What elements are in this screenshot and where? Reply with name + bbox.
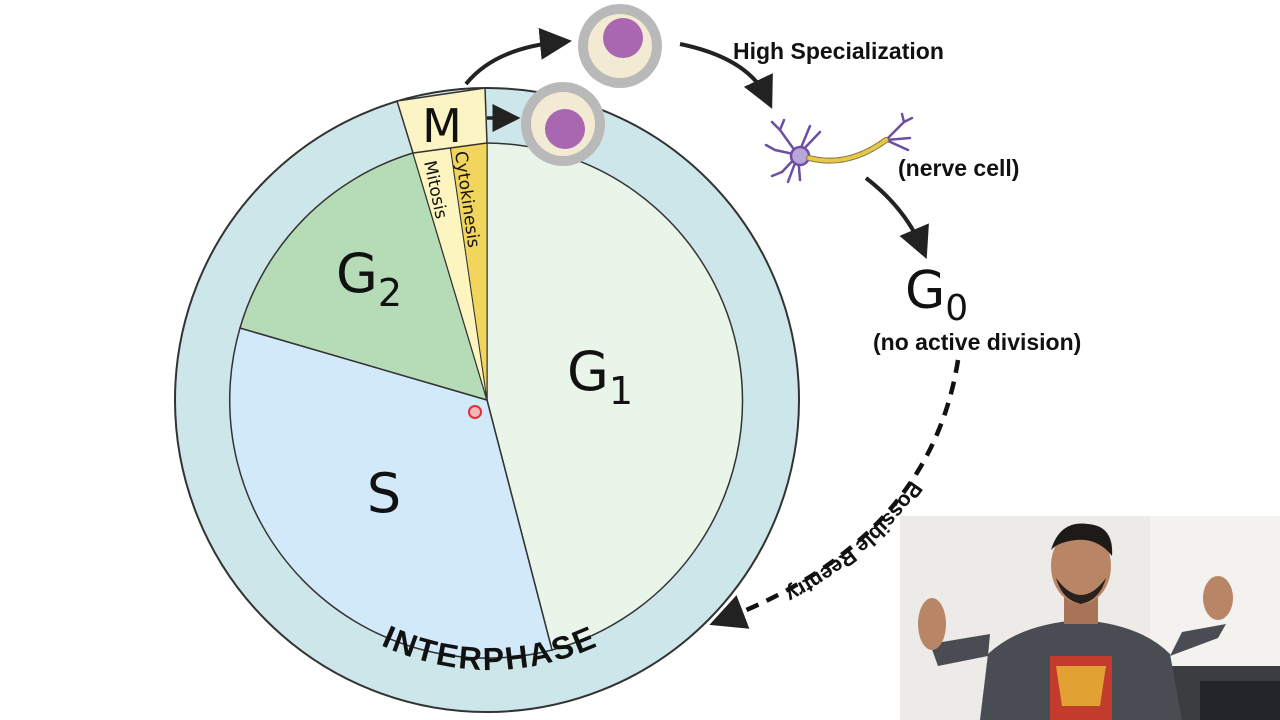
arrow-to-nerve-cell xyxy=(679,42,773,109)
g1-label: G1 xyxy=(567,340,633,413)
g2-label: G2 xyxy=(336,242,402,315)
arrow-to-g0 xyxy=(864,176,929,260)
nerve-cell-label: (nerve cell) xyxy=(898,155,1019,181)
g1-sector xyxy=(486,142,744,651)
s-label: S xyxy=(367,462,401,525)
no-active-division-label: (no active division) xyxy=(873,329,1081,355)
g0-label: G0 xyxy=(905,261,968,329)
nerve-cell-icon xyxy=(764,112,914,184)
high-specialization-label: High Specialization xyxy=(733,38,944,64)
arrow-to-top-cell xyxy=(464,27,572,86)
presenter-picture xyxy=(900,516,1280,720)
m-phase-box xyxy=(396,87,488,154)
daughter-cell-top xyxy=(578,4,662,88)
presenter-video-overlay xyxy=(900,516,1280,720)
cursor-pointer-dot xyxy=(468,405,482,419)
reentry-dashed-arrow xyxy=(709,359,961,629)
g2-sector xyxy=(239,152,489,402)
m-label: M xyxy=(422,99,462,153)
daughter-cell-lower xyxy=(521,82,605,166)
